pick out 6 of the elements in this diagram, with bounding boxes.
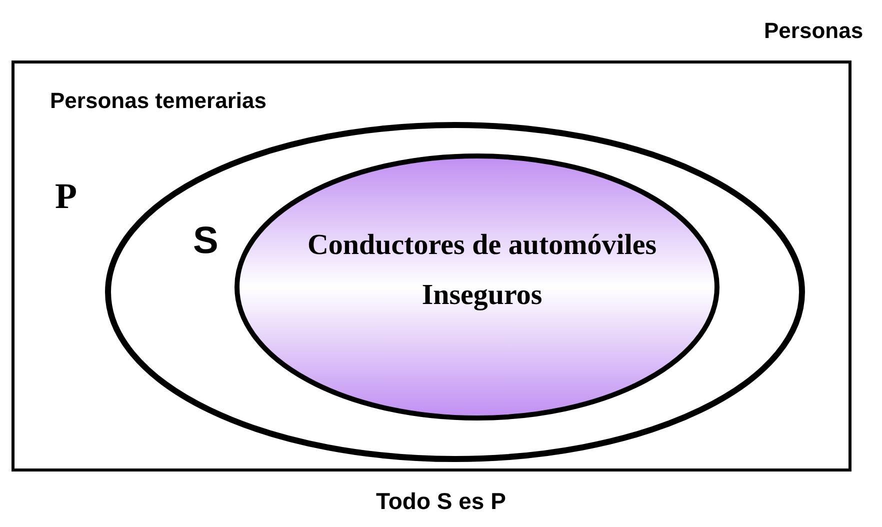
set-letter: P: [55, 175, 77, 217]
set-label: Personas: [764, 18, 864, 44]
set-label: Conductores de automóviles Inseguros: [306, 228, 658, 313]
caption: Todo S es P: [376, 488, 506, 514]
set-label: Personas temerarias: [50, 88, 266, 114]
set-letter: S: [193, 220, 218, 263]
